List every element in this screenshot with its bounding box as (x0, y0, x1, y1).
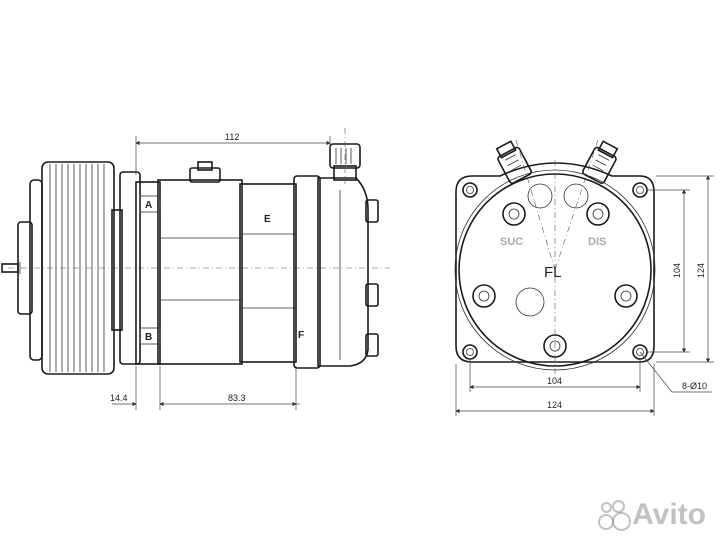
label-e: E (264, 214, 271, 225)
discharge-fitting (582, 140, 619, 184)
dim-overall-length: 112 (135, 132, 331, 175)
dim-horizontal: 104 124 (455, 360, 655, 416)
port-hole-discharge (563, 183, 589, 209)
dim-124-v-label: 124 (696, 263, 706, 278)
dim-bottom: 14.4 83.3 (110, 366, 300, 410)
port-label-dis: DIS (588, 236, 606, 248)
dim-124-h-label: 124 (547, 400, 562, 410)
dim-14-4-label: 14.4 (110, 393, 128, 403)
pulley (41, 161, 123, 375)
dim-104-v-label: 104 (672, 263, 682, 278)
center-boss (515, 287, 545, 317)
center-label-fl: FL (544, 264, 562, 281)
hole-leader: 8-Ø10 (639, 351, 712, 393)
mounting-plate (455, 162, 655, 363)
port-label-suc: SUC (500, 236, 523, 248)
rear-head (317, 177, 379, 367)
avito-brand-text: Avito (632, 498, 706, 531)
front-housing (119, 161, 243, 365)
port-hole-suction (527, 183, 553, 209)
label-f: F (298, 330, 304, 341)
dim-vertical: 104 124 (646, 175, 714, 363)
cylinder-body (239, 175, 321, 369)
dim-112-label: 112 (225, 132, 239, 142)
suction-fitting (495, 140, 532, 184)
suction-axis (515, 139, 556, 271)
service-valve (329, 128, 361, 184)
dim-83-3-label: 83.3 (228, 393, 246, 403)
front-view: SUC DIS FL 104 124 104 124 (454, 139, 714, 416)
clutch-plate (1, 179, 43, 361)
avito-logo-icon (598, 500, 632, 531)
side-view: A E B F 112 14.4 83.3 (1, 128, 390, 410)
avito-watermark: Avito (598, 498, 706, 532)
label-a: A (145, 200, 152, 211)
dim-104-h-label: 104 (547, 376, 562, 386)
hole-spec-label: 8-Ø10 (682, 381, 707, 391)
label-b: B (145, 332, 152, 343)
discharge-axis (554, 139, 599, 271)
